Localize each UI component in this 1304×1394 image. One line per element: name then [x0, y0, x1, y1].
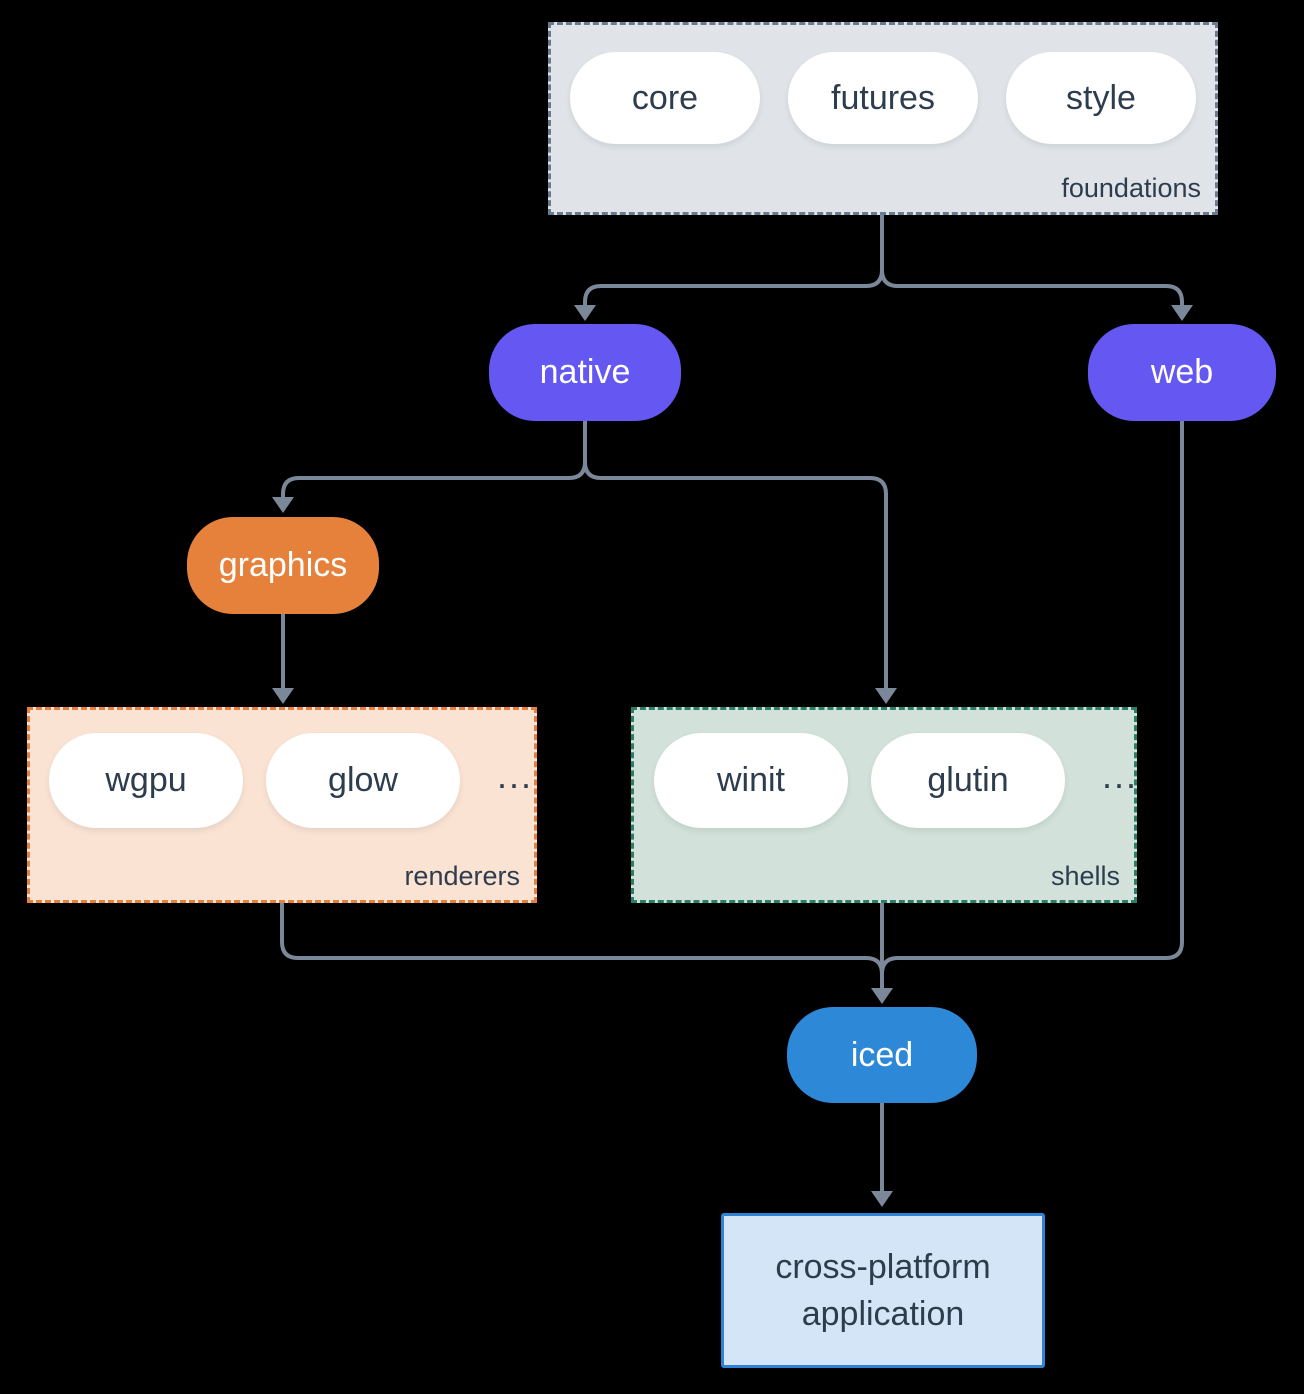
edge-native-graphics — [281, 448, 587, 499]
renderers-label: renderers — [404, 861, 520, 891]
node-native: native — [489, 324, 681, 421]
group-shells: winit glutin ... shells — [631, 707, 1137, 903]
shells-label: shells — [1050, 861, 1120, 891]
shells-ellipsis: ... — [1102, 754, 1139, 796]
arrowhead-renderers — [272, 688, 294, 704]
edge-web-iced — [880, 421, 1184, 990]
arrowhead-web — [1171, 305, 1193, 321]
node-iced: iced — [787, 1007, 977, 1103]
node-glow: glow — [266, 733, 460, 828]
foundations-label: foundations — [1061, 173, 1201, 203]
app-label-line2: application — [801, 1294, 965, 1333]
node-winit: winit — [654, 733, 848, 828]
node-graphics: graphics — [187, 517, 379, 614]
group-foundations: core futures style foundations — [548, 22, 1218, 215]
node-cross-platform-application: cross-platform application — [721, 1213, 1045, 1368]
edge-native-shells — [583, 448, 888, 690]
renderers-ellipsis: ... — [497, 754, 534, 796]
group-renderers: wgpu glow ... renderers — [27, 707, 537, 903]
app-label-line1: cross-platform — [775, 1247, 991, 1286]
edge-foundations-web — [880, 256, 1184, 307]
renderers-pill-row: wgpu glow ... — [49, 733, 533, 828]
node-style: style — [1006, 52, 1196, 144]
node-glutin: glutin — [871, 733, 1065, 828]
arrowhead-shells — [875, 688, 897, 704]
arrowhead-app — [871, 1191, 893, 1207]
node-core: core — [570, 52, 760, 144]
node-futures: futures — [788, 52, 978, 144]
arrowhead-native — [574, 305, 596, 321]
edge-renderers-iced — [280, 903, 884, 990]
node-web: web — [1088, 324, 1276, 421]
arrowhead-graphics — [272, 497, 294, 513]
node-wgpu: wgpu — [49, 733, 243, 828]
edge-foundations-native — [583, 256, 884, 307]
arrowhead-iced — [871, 988, 893, 1004]
foundations-pill-row: core futures style — [570, 52, 1196, 144]
shells-pill-row: winit glutin ... — [654, 733, 1138, 828]
